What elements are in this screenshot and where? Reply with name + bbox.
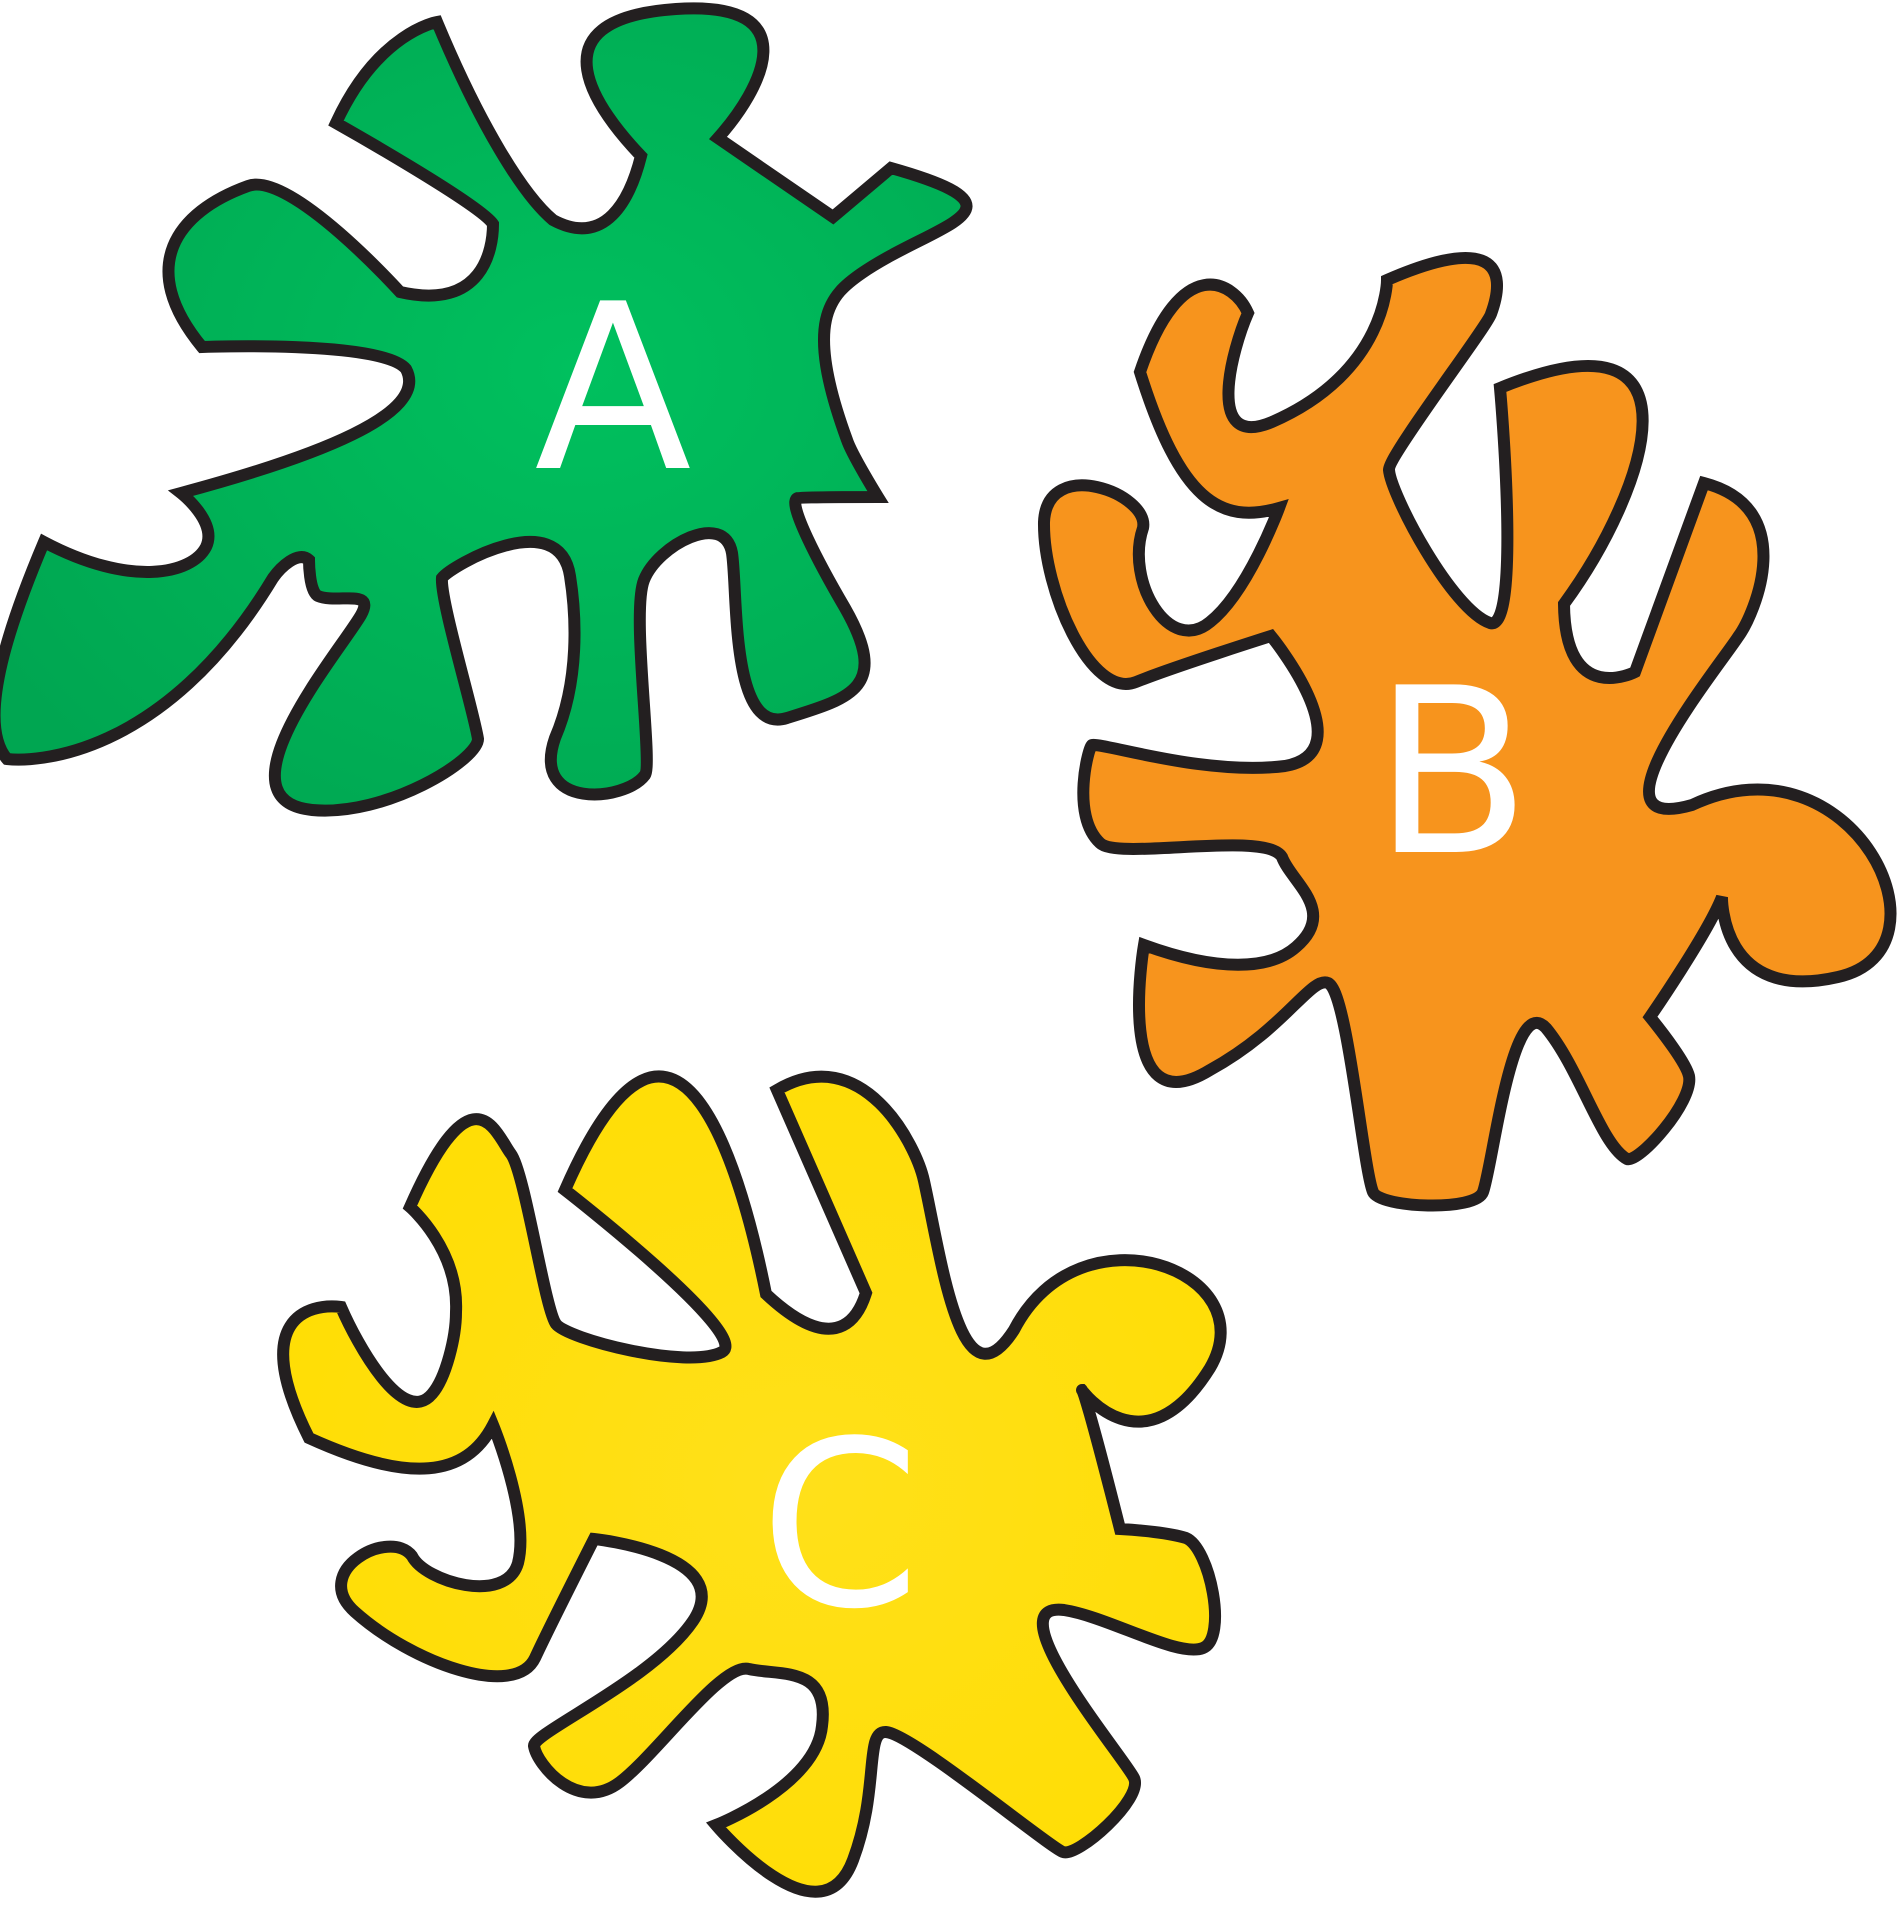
splat-c-shape [277,1070,1227,1898]
splat-a-shape [0,2,973,817]
splat-b-label: B [1373,640,1531,907]
splat-c[interactable]: C [277,1070,1227,1898]
splat-b[interactable]: B [1037,251,1897,1212]
splat-a-label: A [534,256,691,523]
splat-b-shape [1037,251,1897,1212]
splat-c-label: C [760,1393,921,1660]
splat-a[interactable]: A [0,2,973,817]
